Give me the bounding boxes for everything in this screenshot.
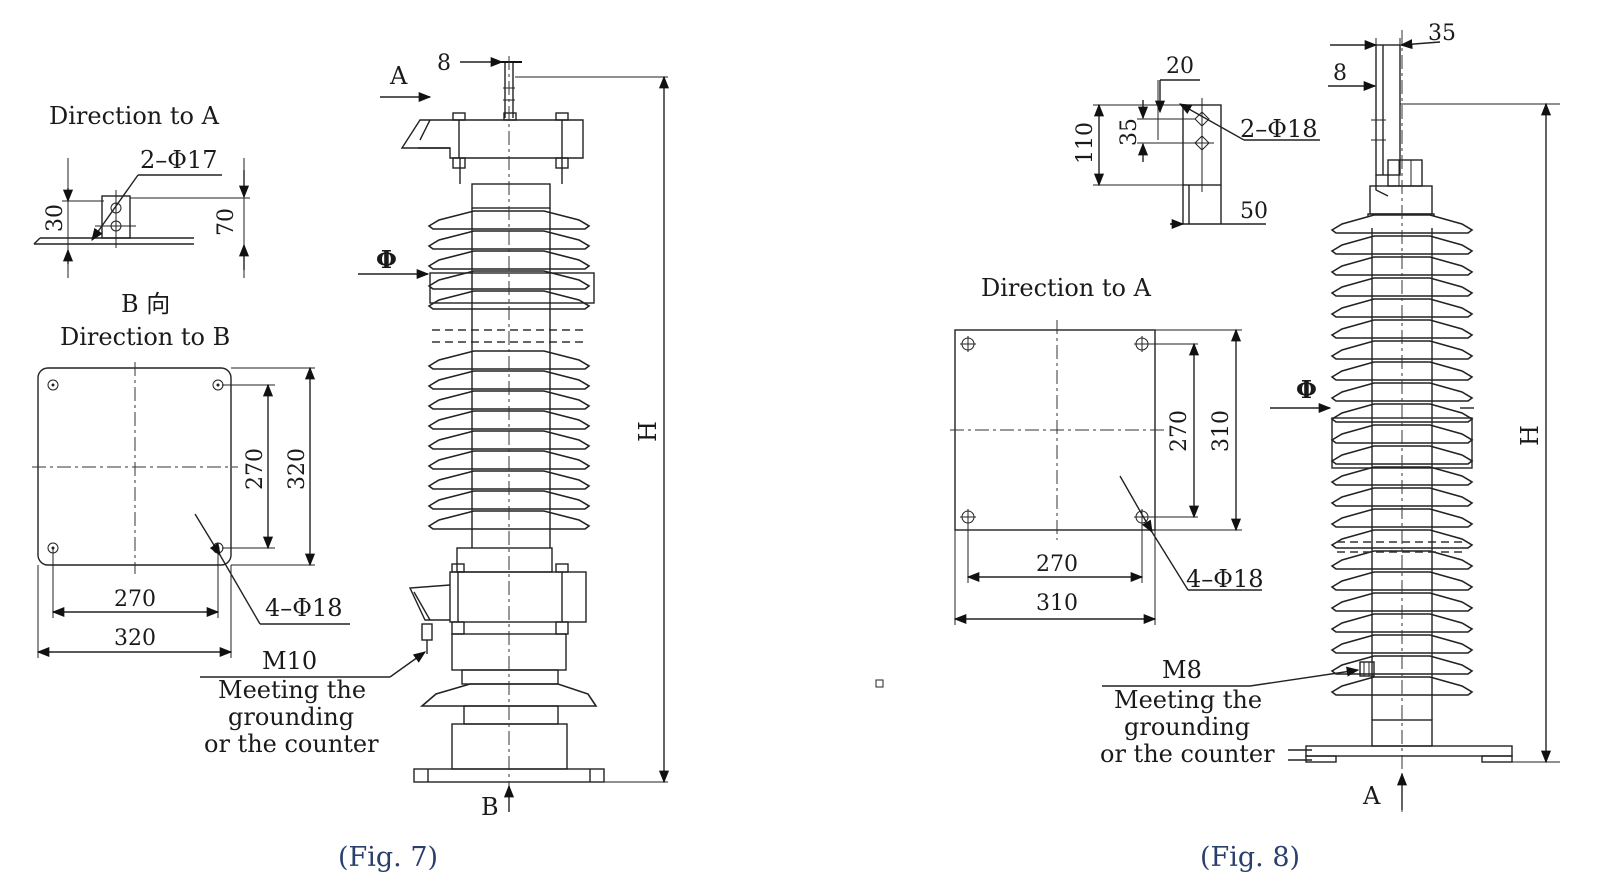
fig7-terminal-width: 8 [437,51,451,76]
fig7-arrester-elevation [200,56,670,812]
fig8-dim-270-v: 270 [1167,410,1192,452]
fig7-caption: (Fig. 7) [338,842,438,873]
fig8-dim-310-v: 310 [1209,410,1234,452]
fig8-shed-14 [1330,487,1474,507]
fig7-dim-270-v: 270 [243,448,268,490]
fig8-dim-310-h: 310 [1036,591,1078,616]
fig7-dim-30: 30 [43,204,68,232]
fig7-ground-line3: or the counter [204,730,379,758]
fig8-ground-line1: Meeting the [1114,686,1262,714]
fig7-ground-line2: grounding [228,703,354,731]
fig8-direction-a-view [950,320,1262,625]
fig8-dim-270-h: 270 [1036,552,1078,577]
fig7-dim-320-v: 320 [285,448,310,490]
fig7-shed-upper-1 [427,210,591,230]
fig8-ground-line3: or the counter [1100,740,1275,768]
fig7-direction-a-label: Direction to A [49,102,220,130]
fig7-b-direction-cn: B 向 [121,290,170,318]
fig7-shed-lower-2 [427,370,591,390]
fig8-shed-2 [1330,235,1474,255]
fig8-arrester-elevation [1102,30,1560,812]
fig7-dim-320-h: 320 [114,626,156,651]
fig7-direction-b-label: Direction to B [60,323,230,351]
fig7-height-label: H [634,421,662,442]
fig7-ground-line1: Meeting the [218,676,366,704]
fig7-arrow-b-label: B [481,793,499,821]
fig8-dim-110: 110 [1073,122,1098,164]
fig8-small-mark [875,679,884,688]
fig8-arrow-a-label: A [1362,782,1381,810]
fig7-diameter-label: Φ [376,245,397,274]
fig8-holes-base-label: 4–Φ18 [1186,565,1263,593]
fig8-shed-6 [1330,319,1474,339]
fig7-shed-upper-4 [427,270,591,290]
fig8-holes-bracket-label: 2–Φ18 [1240,115,1317,143]
fig7-hole-a-label: 2–Φ17 [140,146,217,174]
fig8-dim-50: 50 [1240,199,1268,224]
fig8-shed-8 [1330,361,1474,381]
fig8-dim-35-top: 35 [1428,21,1456,46]
fig8-height-label: H [1516,425,1544,446]
fig7-bolt-label: M10 [262,647,317,675]
fig8-dim-35-v: 35 [1117,118,1142,146]
fig8-ground-line2: grounding [1124,713,1250,741]
fig7-dim-270-h: 270 [114,587,156,612]
fig7-shed-lower-7 [427,470,591,490]
fig7-holes-b-label: 4–Φ18 [265,594,342,622]
fig8-dim-8: 8 [1333,61,1347,86]
fig8-bolt-label: M8 [1162,656,1202,684]
fig8-bracket-detail [1093,79,1320,230]
fig8-drawing: 20 110 35 2–Φ18 50 Direction to A 270 31… [875,21,1560,873]
fig8-caption: (Fig. 8) [1200,842,1300,873]
fig7-direction-a-view [33,158,250,278]
fig7-direction-b-view [32,362,350,658]
fig7-dim-70: 70 [214,208,239,236]
fig7-arrow-a-label: A [389,62,408,90]
fig8-dim-20: 20 [1166,54,1194,79]
fig7-shed-lower-4 [427,410,591,430]
fig7-upper-sheds [427,210,591,310]
fig8-diameter-label: Φ [1296,375,1317,404]
fig7-drawing: Direction to A 2–Φ17 30 70 B 向 Direction… [32,51,670,873]
fig8-shed-19 [1330,592,1474,612]
fig8-direction-a-label: Direction to A [981,274,1152,302]
